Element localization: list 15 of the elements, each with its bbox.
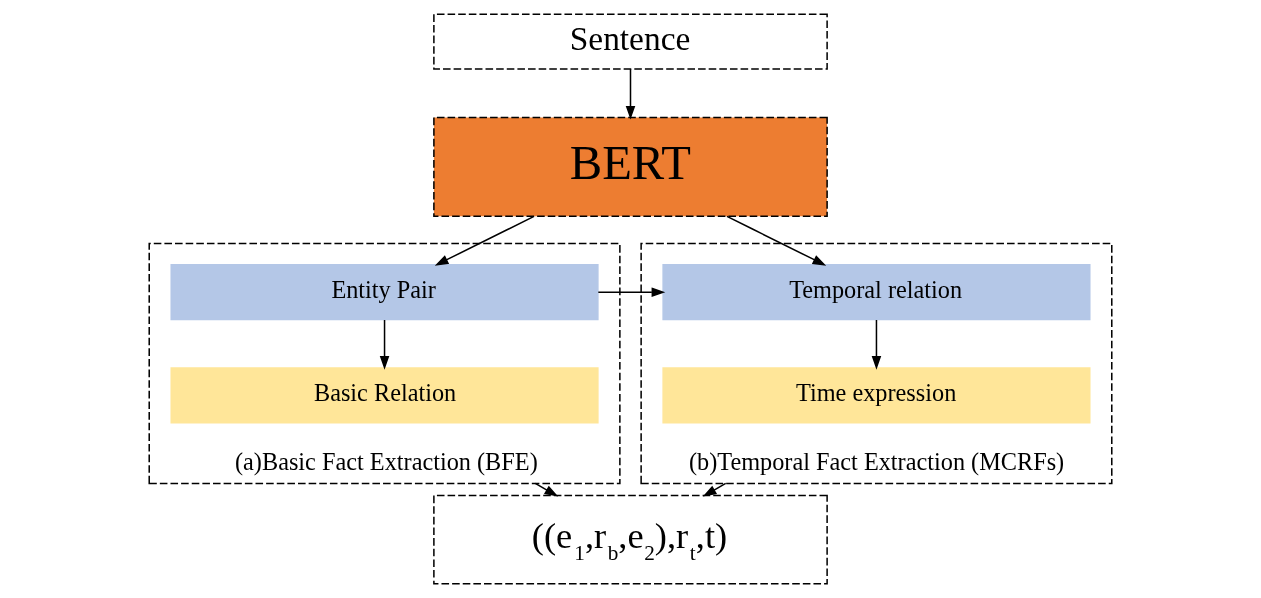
arrow xyxy=(597,287,666,297)
node-box: Temporal relation xyxy=(662,264,1091,321)
node-box: Basic Relation xyxy=(170,367,599,424)
arrow xyxy=(726,215,827,266)
node-box: ((e$_{1}$,r$_{b}$,e$_{2}$),r$_{t}$,t) xyxy=(433,494,828,585)
arrow xyxy=(871,319,882,370)
arrow xyxy=(534,482,559,497)
arrow xyxy=(625,68,636,120)
node-box: BERT xyxy=(433,116,828,217)
node-box: Time expression xyxy=(662,367,1091,424)
node-box: Entity Pair xyxy=(170,264,599,321)
arrow xyxy=(379,319,390,370)
arrow xyxy=(434,215,535,266)
node-box: Sentence xyxy=(433,13,828,70)
arrow xyxy=(702,482,727,497)
